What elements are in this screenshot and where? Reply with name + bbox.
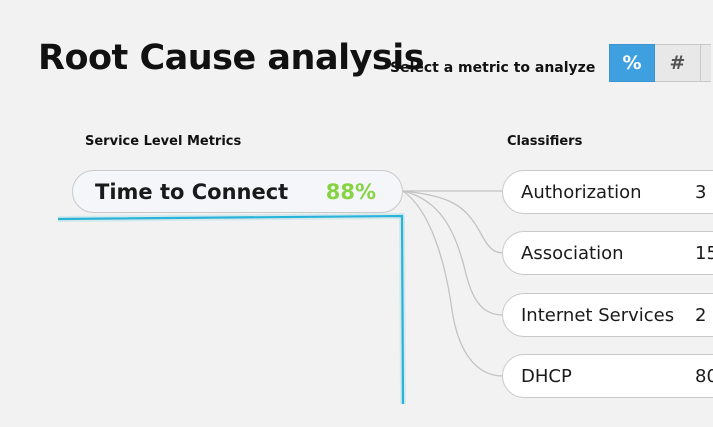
classifier-value: 80 [695,365,713,387]
classifier-authorization[interactable]: Authorization 3 [502,170,713,214]
classifier-label: Authorization [521,181,642,203]
classifier-value: 2 [695,304,707,326]
classifier-label: Association [521,242,624,264]
connector-association [402,190,504,254]
metric-name: Time to Connect [95,179,289,204]
classifier-dhcp[interactable]: DHCP 80 [502,354,713,398]
metric-value: 88% [325,179,376,204]
classifier-association[interactable]: Association 15 [502,231,713,275]
classifiers-heading: Classifiers [507,134,583,149]
selection-highlight [57,214,405,405]
service-level-metrics-heading: Service Level Metrics [85,134,242,149]
page-subtitle: Select a metric to analyze [390,60,596,76]
count-toggle-button[interactable]: # [655,44,701,82]
metric-mode-toggle: % # [609,44,711,82]
connector-dhcp [402,190,504,377]
connector-internet-services [402,190,504,316]
classifier-label: Internet Services [521,304,675,326]
percent-toggle-button[interactable]: % [609,44,655,82]
classifier-internet-services[interactable]: Internet Services 2 [502,293,713,337]
classifier-label: DHCP [521,365,572,387]
metric-time-to-connect[interactable]: Time to Connect 88% [72,170,403,213]
page-title: Root Cause analysis [38,38,425,78]
classifier-value: 3 [695,181,707,203]
classifier-value: 15 [695,242,713,264]
toggle-overflow-button[interactable] [701,44,711,82]
